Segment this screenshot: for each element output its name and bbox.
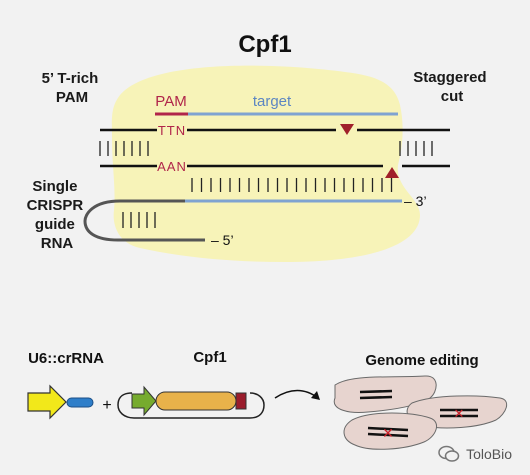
bottom-cut-marker	[385, 167, 399, 178]
target-label: target	[253, 93, 292, 110]
five-prime-end: – 5’	[211, 232, 234, 248]
crrna-capsule	[66, 397, 94, 408]
staggered-cut-label: Staggered cut	[413, 69, 491, 105]
cpf1-plasmid	[117, 385, 265, 419]
diagram-title: Cpf1	[238, 31, 291, 58]
arrow-head	[311, 391, 320, 400]
promoter-arrow	[131, 385, 157, 417]
editing-label: Genome editing	[365, 352, 478, 369]
crrna-strand	[83, 199, 402, 242]
wechat-icon	[438, 445, 460, 463]
base-pair-ticks-left	[99, 141, 149, 156]
edit-mark-icon: ✕	[454, 406, 465, 421]
edit-mark-icon: ✕	[382, 425, 394, 441]
pam-label: PAM	[155, 93, 186, 110]
watermark-text: ToloBio	[466, 446, 512, 462]
guide-pairing-ticks	[191, 178, 393, 192]
terminator-block	[235, 392, 247, 410]
construct-label: U6::crRNA	[28, 350, 104, 367]
guide-rna-label: Single CRISPR guide RNA	[27, 178, 88, 252]
cpf1-gene	[155, 391, 237, 411]
plus-sign: +	[102, 397, 111, 414]
crrna-loop-ticks	[122, 212, 156, 228]
base-pair-ticks-right	[399, 141, 433, 156]
u6-promoter-arrow	[27, 384, 67, 420]
plasmid-label: Cpf1	[193, 349, 226, 366]
top-seq-ttn: TTN	[158, 123, 186, 138]
watermark: ToloBio	[438, 445, 512, 463]
bottom-seq-aan: AAN	[157, 159, 187, 174]
right-arrow-icon	[274, 389, 319, 399]
cell-1	[333, 375, 437, 413]
three-prime-end: – 3’	[404, 193, 427, 209]
cell-3: ✕	[343, 412, 438, 450]
top-cut-marker	[340, 124, 354, 135]
pam-side-label: 5’ T-rich PAM	[42, 70, 103, 106]
